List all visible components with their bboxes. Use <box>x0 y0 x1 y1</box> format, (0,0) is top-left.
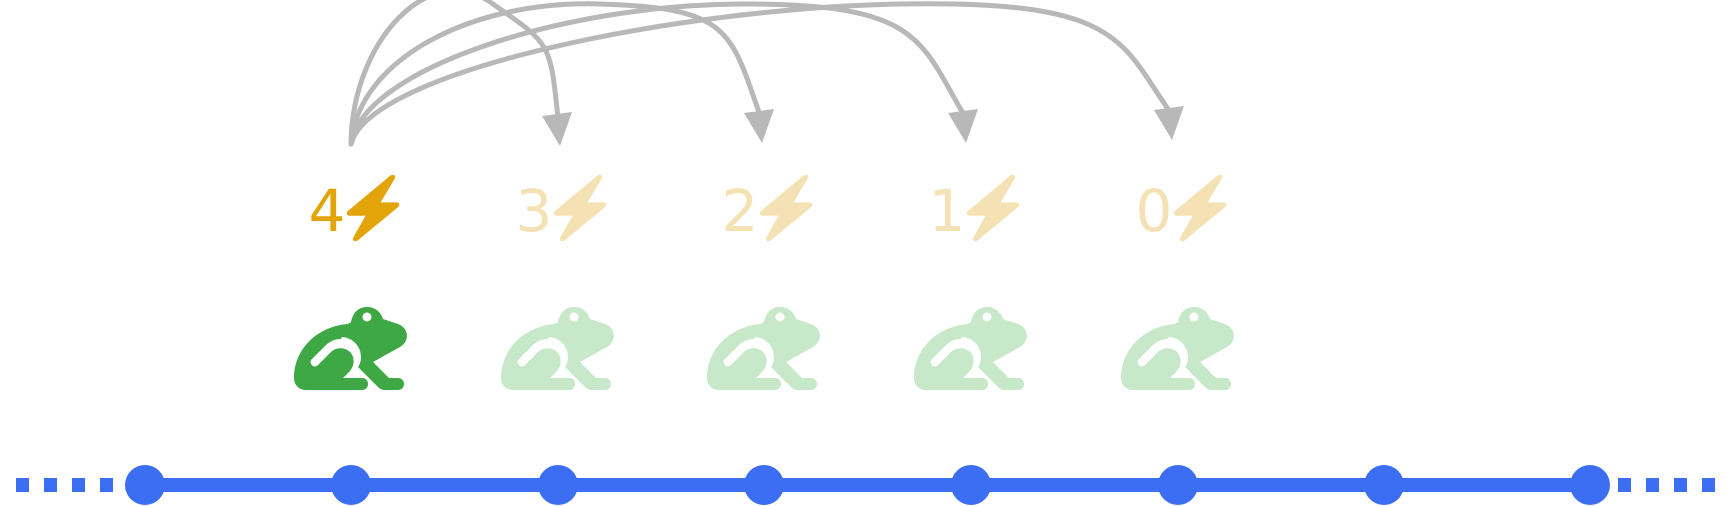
frog-icon <box>914 307 1027 390</box>
stone-2 <box>331 465 371 505</box>
jump-arrow-2-to-3 <box>348 0 572 147</box>
track-dot-left-0 <box>16 478 29 492</box>
lightning-bolt-icon <box>969 177 1016 239</box>
stone-5 <box>951 465 991 505</box>
stone-8 <box>1570 465 1610 505</box>
energy-row: 4 3 2 1 0 <box>309 177 1224 245</box>
track-dot-right-1 <box>1646 478 1659 492</box>
track-dot-right-0 <box>1618 478 1631 492</box>
frog-icon <box>1121 307 1234 390</box>
stone-6 <box>1158 465 1198 505</box>
energy-value: 2 <box>722 177 759 245</box>
jump-arrow-2-to-4 <box>348 1 774 147</box>
frog-icon <box>294 307 407 390</box>
frog-icon <box>501 307 614 390</box>
track-dot-left-1 <box>44 478 57 492</box>
frog-icon <box>707 307 820 390</box>
stone-track <box>16 465 1715 505</box>
energy-level-4: 4 <box>309 177 397 245</box>
energy-value: 3 <box>516 177 553 245</box>
energy-level-2: 2 <box>722 177 810 245</box>
energy-value: 1 <box>929 177 966 245</box>
track-dot-right-3 <box>1702 478 1715 492</box>
energy-level-3: 3 <box>516 177 604 245</box>
jump-arrow-2-to-5 <box>348 1 978 147</box>
lightning-bolt-icon <box>349 177 396 239</box>
lightning-bolt-icon <box>1176 177 1223 239</box>
jump-arrow-2-to-6 <box>348 1 1184 147</box>
track-line <box>145 478 1590 492</box>
track-dot-right-2 <box>1674 478 1687 492</box>
stone-3 <box>538 465 578 505</box>
energy-value: 4 <box>309 177 346 245</box>
stone-7 <box>1364 465 1404 505</box>
energy-value: 0 <box>1136 177 1173 245</box>
stone-1 <box>125 465 165 505</box>
frog-row <box>294 307 1234 390</box>
track-dot-left-3 <box>100 478 113 492</box>
lightning-bolt-icon <box>556 177 603 239</box>
jump-arrows <box>348 0 1184 147</box>
stone-4 <box>744 465 784 505</box>
energy-level-0: 0 <box>1136 177 1224 245</box>
lightning-bolt-icon <box>762 177 809 239</box>
track-dot-left-2 <box>72 478 85 492</box>
energy-level-1: 1 <box>929 177 1017 245</box>
